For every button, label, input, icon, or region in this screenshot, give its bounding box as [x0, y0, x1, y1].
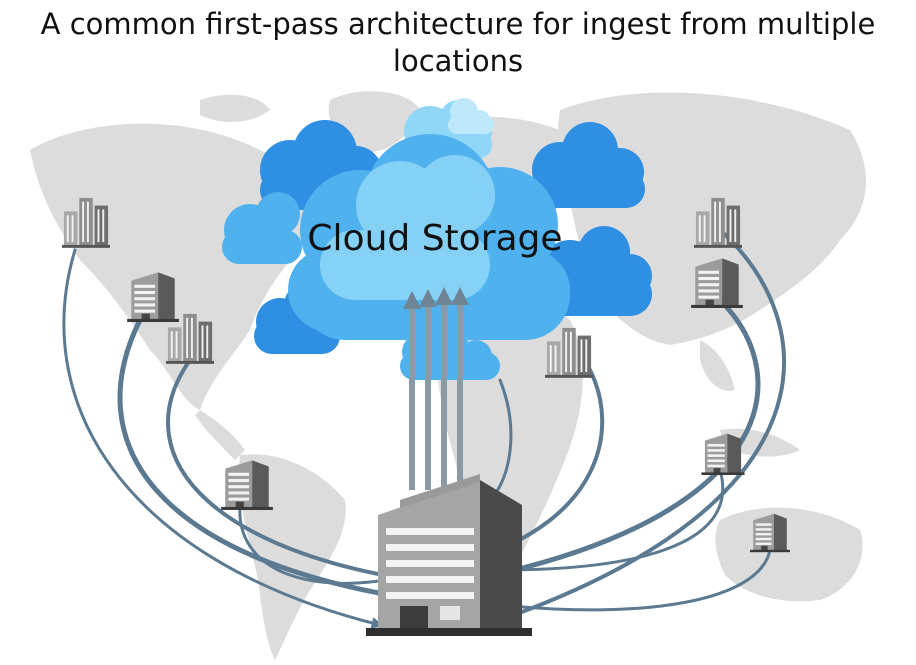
cloud-storage-label: Cloud Storage	[307, 218, 563, 259]
cloud-icon	[222, 98, 652, 380]
office-building-icon	[750, 513, 790, 553]
ingest-arrows	[62, 228, 786, 629]
diagram-title: A common first-pass architecture for ing…	[40, 7, 876, 78]
office-building-icon	[701, 433, 745, 475]
office-building-icon	[691, 258, 743, 308]
datacenter-building-icon	[366, 474, 532, 636]
office-building-icon	[221, 460, 273, 510]
upload-arrows	[403, 287, 469, 490]
office-building-icon	[127, 272, 179, 322]
